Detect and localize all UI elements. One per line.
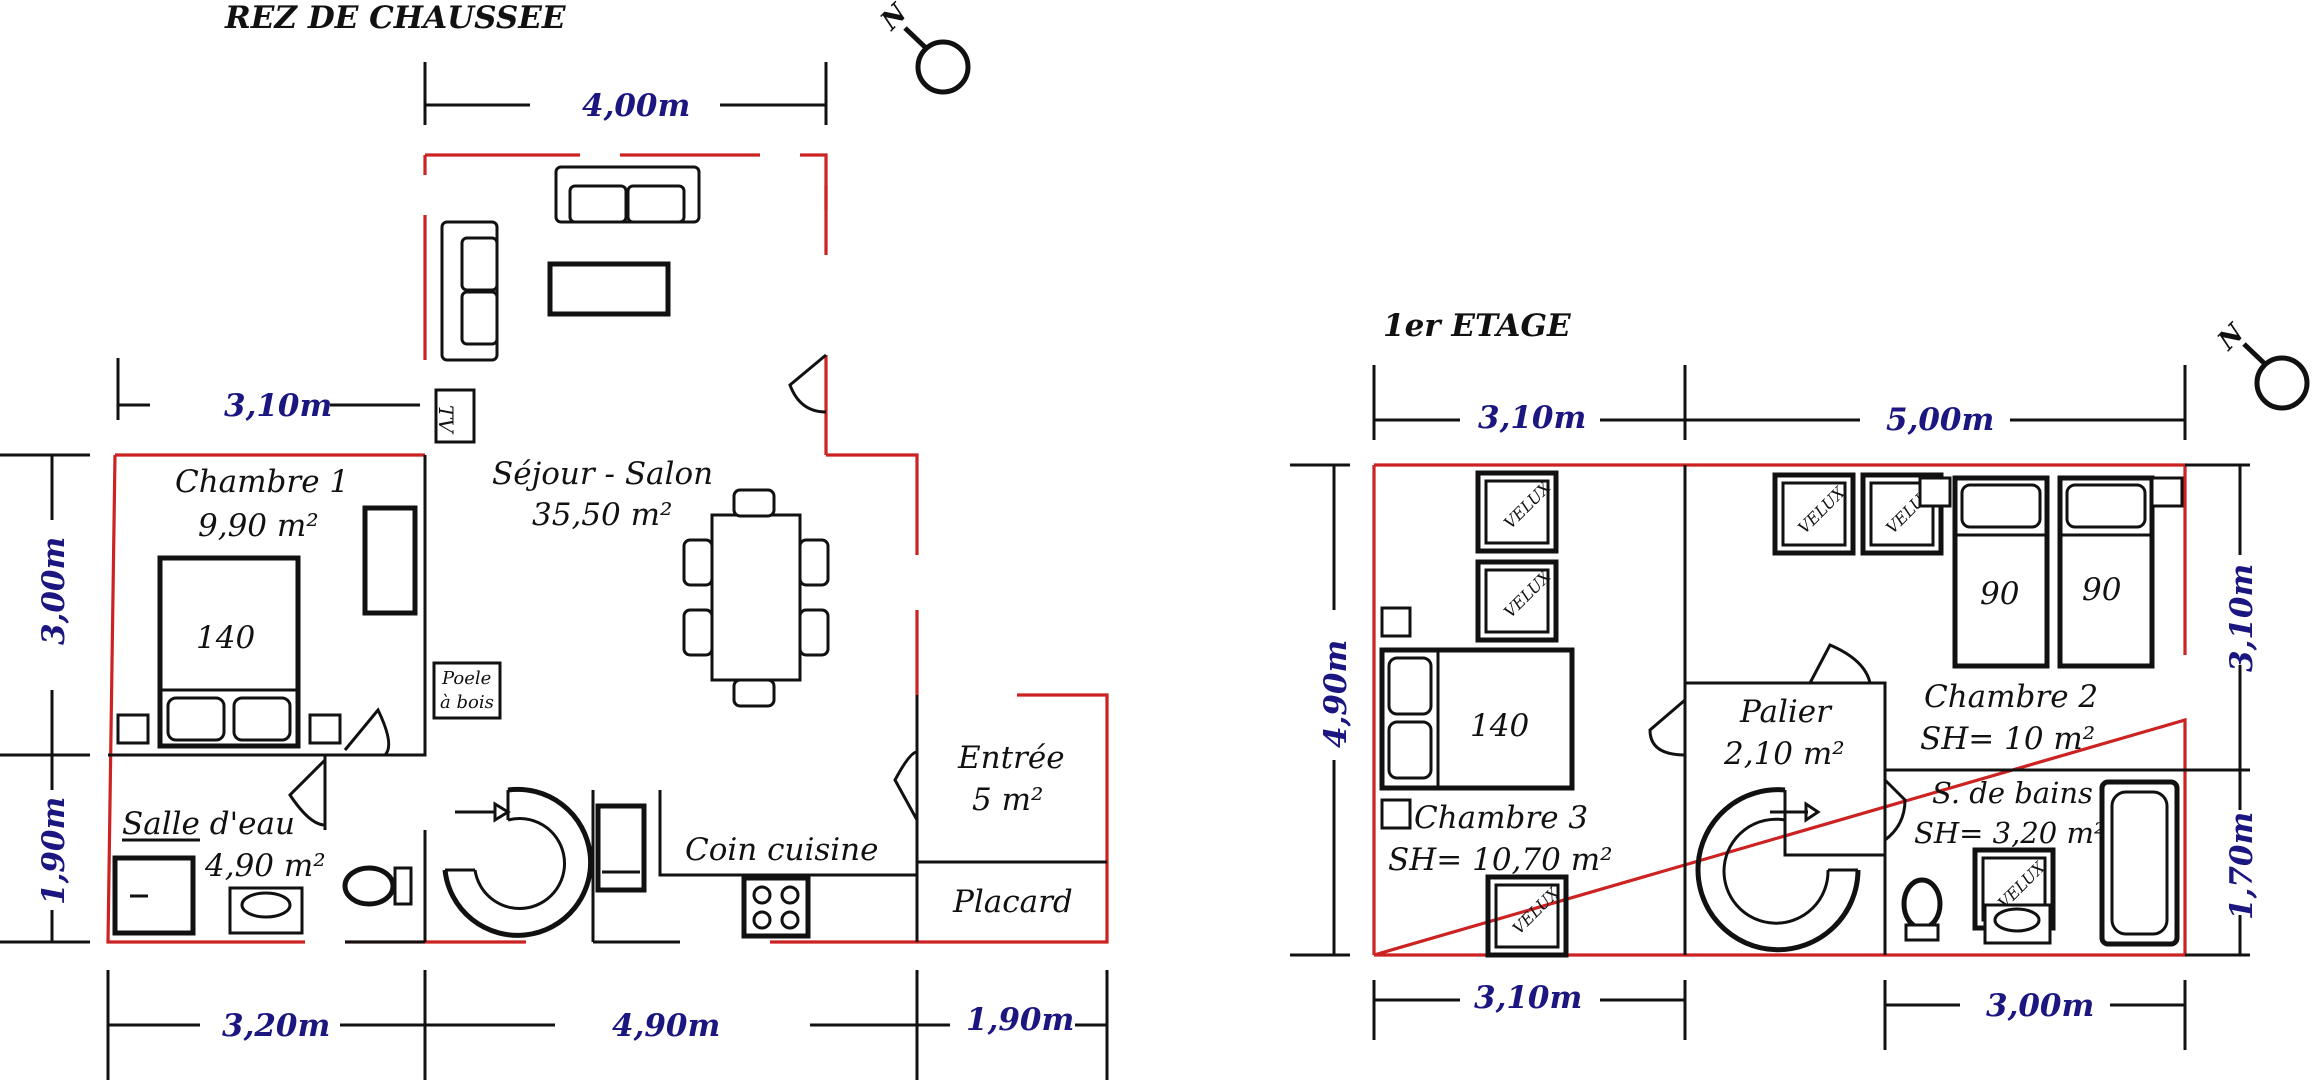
room-entree: Entrée [957, 740, 1065, 776]
room-placard: Placard [952, 884, 1073, 920]
area-sdb: SH= 3,20 m² [1914, 816, 2106, 850]
dim-ff-bottom-300: 3,00m [1986, 988, 2094, 1024]
bed-140-label: 140 [1470, 708, 1529, 744]
bed-90b-label: 90 [2082, 572, 2121, 608]
dim-top-400: 4,00m [582, 88, 690, 124]
dim-bottom-490: 4,90m [612, 1008, 720, 1044]
dim-left-300: 3,00m [36, 537, 72, 645]
dining-table [682, 488, 830, 708]
cooktop [741, 875, 811, 939]
area-entree: 5 m² [972, 782, 1043, 818]
dim-ff-left-490: 4,90m [1318, 640, 1354, 748]
area-salle-eau: 4,90 m² [204, 848, 326, 884]
bed-90-b [2057, 475, 2155, 669]
doors-ground [288, 353, 919, 827]
toilet [342, 865, 413, 907]
north-arrow-icon: N [2211, 317, 2310, 411]
poele-label-1: Poele [441, 668, 491, 689]
north-arrow-icon: N [874, 0, 971, 95]
room-chambre1: Chambre 1 [175, 464, 349, 500]
ground-floor-title: REZ DE CHAUSSEE [224, 0, 566, 36]
room-sdb: S. de bains [1932, 776, 2093, 810]
washbasin [228, 886, 304, 935]
tv-label: TV [434, 405, 458, 435]
area-chambre2: SH= 10 m² [1920, 721, 2095, 757]
spiral-staircase-ground [442, 786, 594, 938]
dimension-lines-first [1290, 365, 2250, 1050]
dim-top-310: 3,10m [224, 388, 332, 424]
coffee-table [547, 261, 671, 317]
wardrobe [362, 505, 418, 616]
nightstand [1918, 476, 1952, 508]
north-label-2: N [2211, 317, 2251, 357]
dim-ff-top-500: 5,00m [1886, 402, 1994, 438]
dim-ff-right-310: 3,10m [2224, 564, 2260, 672]
nightstand [1380, 606, 1412, 638]
first-floor: 1er ETAGE N VELUX VELUX VELUX [1290, 308, 2310, 1050]
bed-90a-label: 90 [1980, 576, 2019, 612]
doors-first [1648, 643, 1907, 842]
first-floor-interior [1683, 465, 2185, 955]
wood-stove: Poele à bois [432, 661, 502, 720]
washbasin [1983, 903, 2052, 945]
ground-floor: REZ DE CHAUSSEE N [0, 0, 1109, 1080]
tv-unit: TV [434, 388, 476, 444]
bed-label: 140 [196, 620, 255, 656]
nightstand [2150, 476, 2184, 508]
room-chambre3: Chambre 3 [1414, 800, 1588, 836]
fridge [595, 803, 647, 893]
shower [112, 855, 196, 936]
area-chambre3: SH= 10,70 m² [1388, 842, 1613, 878]
side-sofa [440, 220, 499, 362]
poele-label-2: à bois [440, 692, 494, 713]
sofa [554, 165, 701, 224]
toilet [1901, 877, 1943, 942]
dim-ff-right-170: 1,70m [2224, 812, 2260, 920]
room-cuisine: Coin cuisine [685, 832, 879, 868]
dimension-lines-ground [0, 62, 1109, 1080]
nightstand [1380, 798, 1412, 830]
dim-bottom-190: 1,90m [966, 1002, 1074, 1038]
velux-label: VELUX [1794, 483, 1849, 538]
velux-label: VELUX [1509, 883, 1564, 938]
dim-left-190: 1,90m [36, 797, 72, 905]
bed-90-a [1952, 475, 2050, 669]
bed-140-first [1379, 647, 1575, 791]
dim-ff-top-310: 3,10m [1478, 400, 1586, 436]
room-sejour: Séjour - Salon [492, 456, 713, 492]
dim-ff-bottom-310: 3,10m [1474, 980, 1582, 1016]
bed-140-ground [157, 555, 301, 749]
area-chambre1: 9,90 m² [198, 508, 319, 544]
room-salle-eau: Salle d'eau [122, 806, 295, 842]
room-chambre2: Chambre 2 [1924, 679, 2098, 715]
nightstand [116, 713, 150, 745]
spiral-staircase-first [1695, 787, 1861, 953]
area-palier: 2,10 m² [1723, 736, 1845, 772]
room-palier: Palier [1739, 694, 1833, 730]
bathtub [2099, 779, 2180, 947]
first-floor-title: 1er ETAGE [1383, 308, 1571, 344]
area-sejour: 35,50 m² [532, 497, 672, 533]
nightstand [308, 713, 342, 745]
dim-bottom-320: 3,20m [222, 1008, 330, 1044]
